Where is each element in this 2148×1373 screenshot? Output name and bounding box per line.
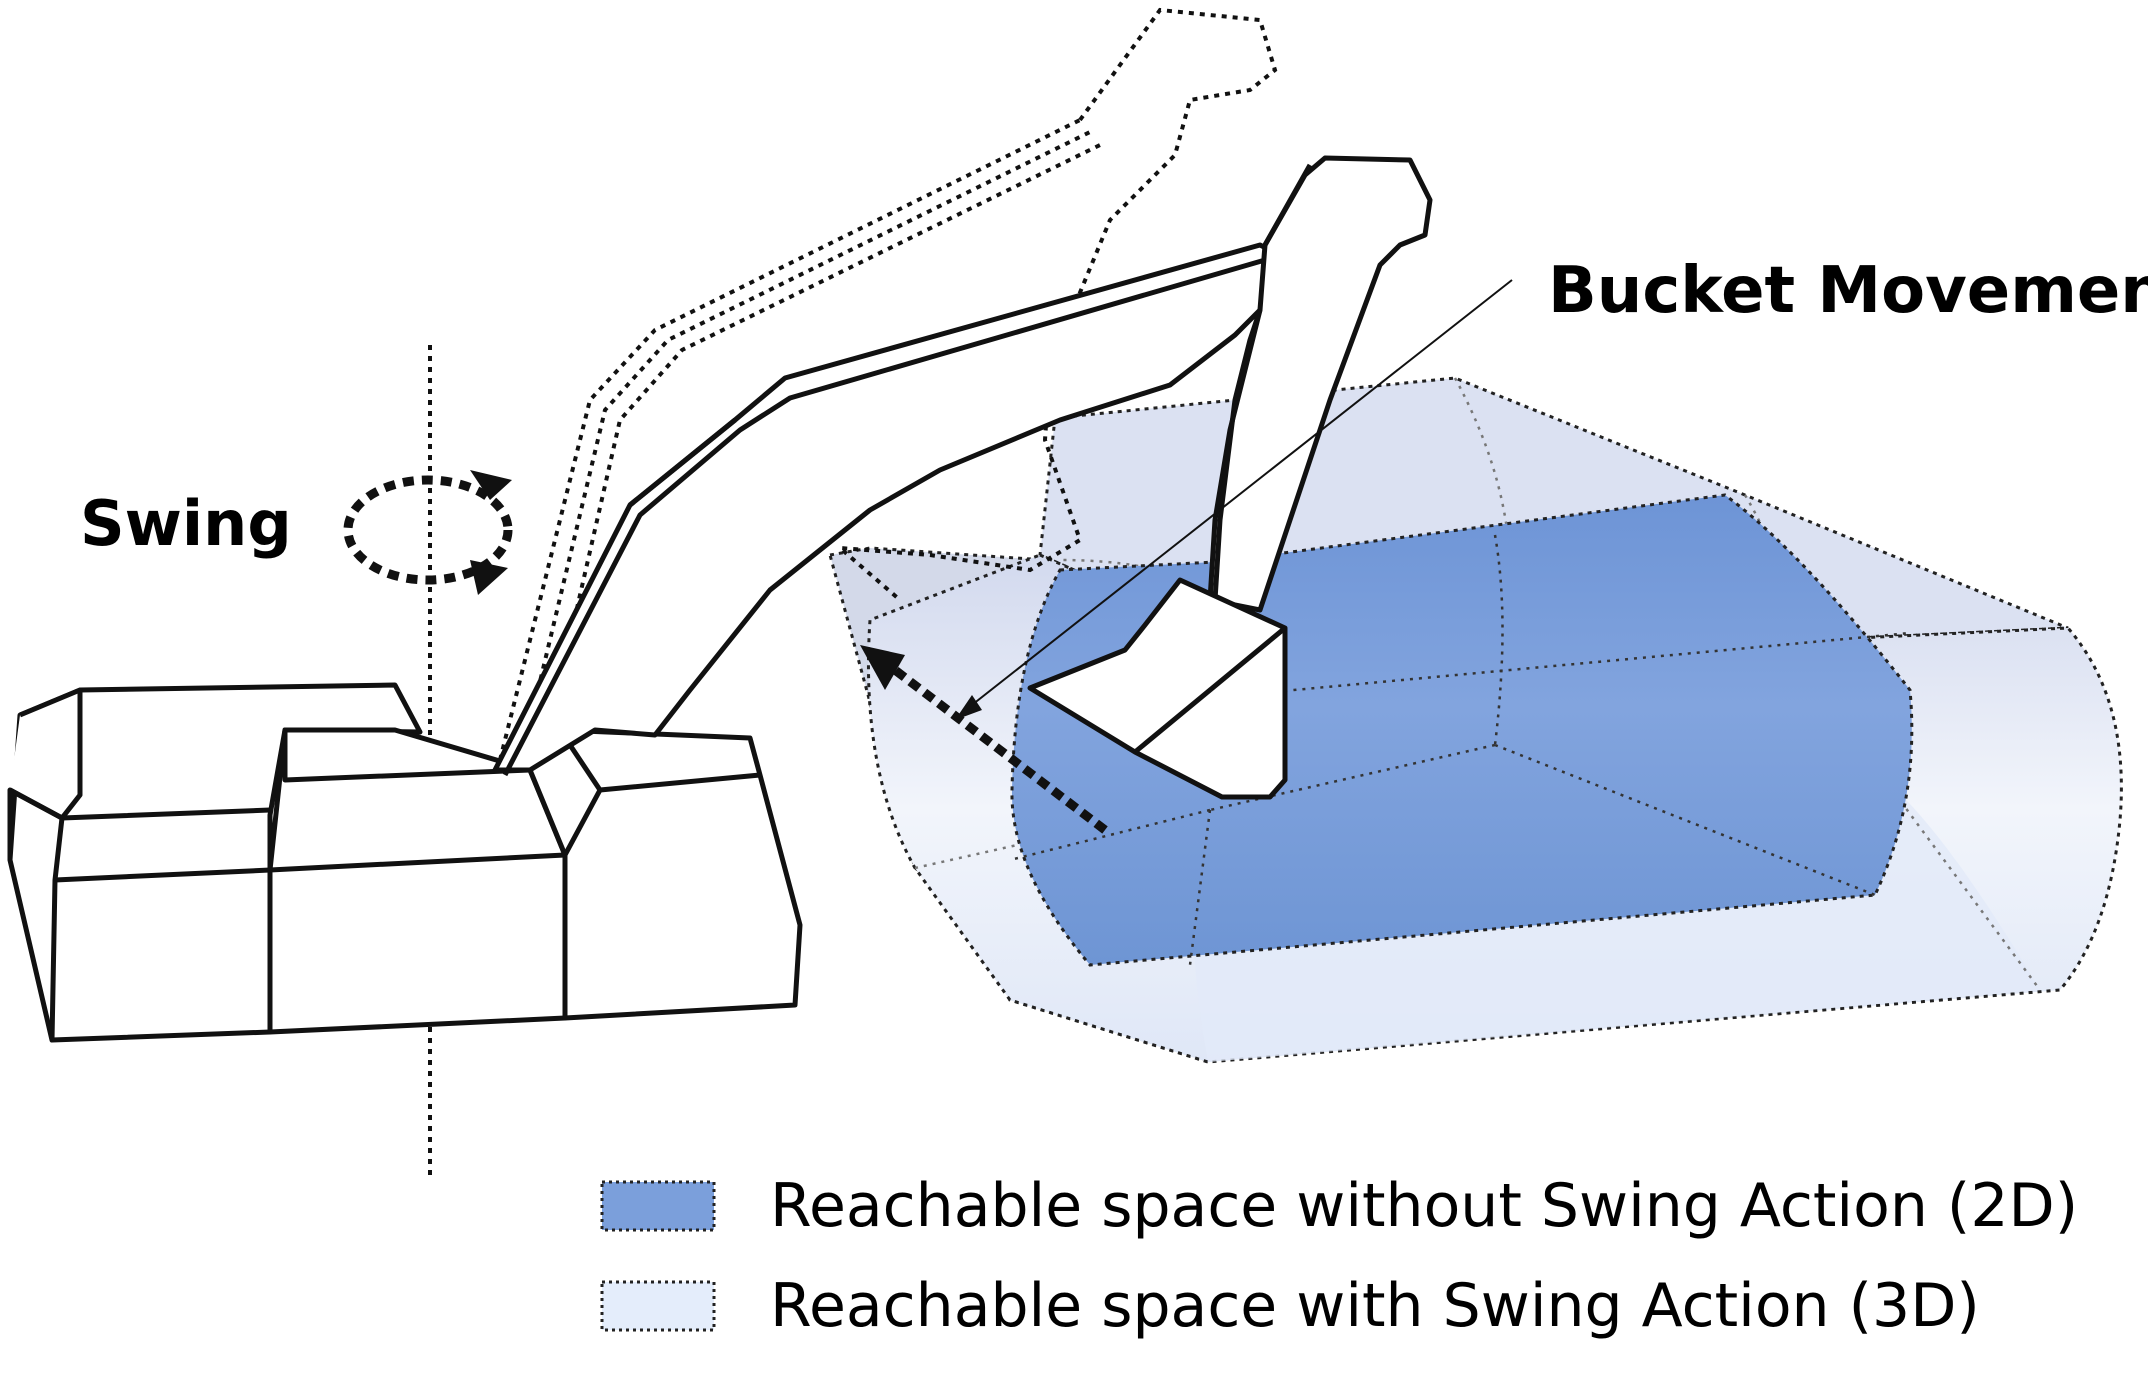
legend-swatch-3d — [602, 1282, 714, 1330]
legend-label-3d: Reachable space with Swing Action (3D) — [770, 1271, 1980, 1341]
legend: Reachable space without Swing Action (2D… — [602, 1171, 2078, 1341]
excavator-body — [10, 685, 800, 1040]
legend-swatch-2d — [602, 1182, 714, 1230]
bucket-movement-label: Bucket Movement — [1548, 254, 2148, 328]
swing-label: Swing — [80, 487, 292, 560]
legend-label-2d: Reachable space without Swing Action (2D… — [770, 1171, 2078, 1241]
